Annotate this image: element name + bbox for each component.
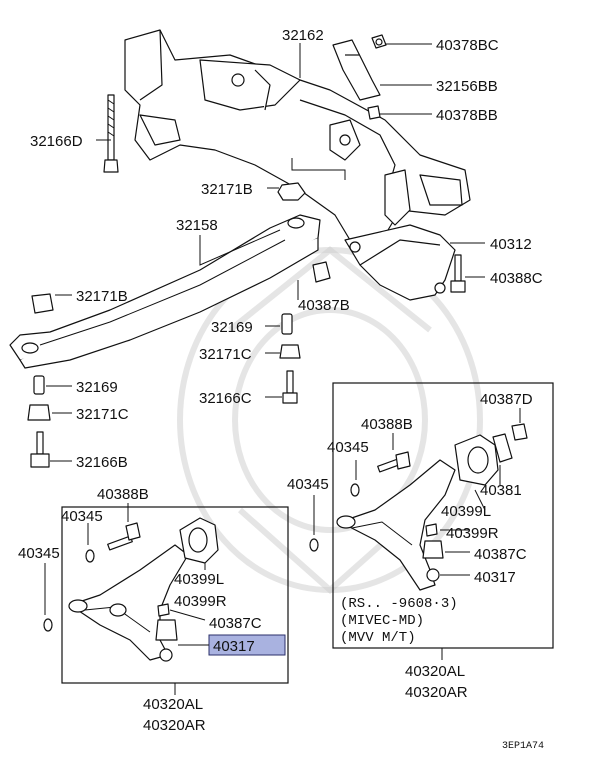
label-40345-right-mid: 40345 (287, 476, 329, 493)
bushing-32171C-left (27, 404, 51, 421)
label-40387B: 40387B (298, 297, 350, 314)
variant-note-line1: (RS.. -9608·3) (340, 596, 458, 612)
label-40378BC: 40378BC (436, 37, 499, 54)
washer-40345-right-top (350, 483, 360, 497)
label-32171B-left: 32171B (76, 288, 128, 305)
label-40317-left: 40317 (213, 638, 255, 655)
label-40399L-right: 40399L (441, 503, 491, 520)
collar-32169-center (281, 313, 293, 335)
label-32158: 32158 (176, 217, 218, 234)
label-32171C-left: 32171C (76, 406, 129, 423)
variant-note-line3: (MVV M/T) (340, 630, 416, 646)
bushing-32171B-top (277, 182, 306, 201)
label-40378BB: 40378BB (436, 107, 498, 124)
control-arm-40320-left (68, 544, 189, 661)
part-labels: 32162 40378BC 32156BB 40378BB 32166D 321… (18, 27, 544, 752)
bushing-40399L-left (179, 517, 219, 564)
nut-40378BB (367, 105, 381, 120)
nut-40387B (312, 261, 331, 283)
label-40317-right: 40317 (474, 569, 516, 586)
bushing-32171C-center (279, 344, 301, 359)
variant-note-line2: (MIVEC-MD) (340, 613, 424, 629)
label-32166B-left: 32166B (76, 454, 128, 471)
bolt-40388B-right (377, 451, 411, 473)
balljoint-40387C-40317-right (422, 540, 444, 582)
label-40388C: 40388C (490, 270, 543, 287)
control-arm-40320-right (336, 459, 456, 591)
label-40399R-left: 40399R (174, 593, 227, 610)
leader-lines (44, 43, 521, 695)
label-40345-left-mid: 40345 (18, 545, 60, 562)
label-40387C-left: 40387C (209, 615, 262, 632)
bushing-32171B-left (31, 293, 54, 314)
label-32156BB: 32156BB (436, 78, 498, 95)
label-32162: 32162 (282, 27, 324, 44)
nut-40399R-right (425, 523, 438, 537)
nut-40387D (511, 423, 528, 441)
bolt-32166C-center (282, 370, 298, 404)
washer-40345-right-mid (309, 538, 319, 552)
variant-box-right (332, 382, 554, 649)
label-40387D: 40387D (480, 391, 533, 408)
label-40320AR-left: 40320AR (143, 717, 206, 734)
lower-crossmember-32158 (9, 214, 321, 369)
diagram-code: 3EP1A74 (502, 741, 544, 752)
bolt-40378BC (371, 34, 387, 49)
collar-32169-left (33, 375, 45, 395)
bracket-40312 (344, 224, 456, 301)
label-32171C-center: 32171C (199, 346, 252, 363)
bolt-32166D (103, 94, 119, 173)
bolt-32166B-left (30, 431, 50, 468)
label-40345-left-top: 40345 (61, 508, 103, 525)
label-40381: 40381 (480, 482, 522, 499)
label-32171B-top: 32171B (201, 181, 253, 198)
label-32169-left: 32169 (76, 379, 118, 396)
label-32166C-center: 32166C (199, 390, 252, 407)
label-40345-right-top: 40345 (327, 439, 369, 456)
label-40399L-left: 40399L (174, 571, 224, 588)
label-40388B-left: 40388B (97, 486, 149, 503)
washer-40381 (492, 433, 513, 463)
washer-40345-left-mid (43, 618, 53, 632)
bolt-40388C (450, 254, 466, 293)
label-40320AL-right: 40320AL (405, 663, 465, 680)
label-40312: 40312 (490, 236, 532, 253)
bracket-32156BB (332, 39, 381, 101)
washer-40345-left-top (85, 549, 95, 563)
label-40320AR-right: 40320AR (405, 684, 468, 701)
front-crossmember-32162 (124, 29, 471, 241)
label-40387C-right: 40387C (474, 546, 527, 563)
label-40399R-right: 40399R (446, 525, 499, 542)
label-32169-center: 32169 (211, 319, 253, 336)
bolt-40388B-left (107, 522, 141, 551)
nut-40399R-left (157, 603, 170, 617)
bushing-40399L-right (454, 434, 499, 486)
balljoint-40387C-40317-left (155, 619, 178, 662)
label-40388B-right: 40388B (361, 416, 413, 433)
label-40320AL-left: 40320AL (143, 696, 203, 713)
label-32166D: 32166D (30, 133, 83, 150)
